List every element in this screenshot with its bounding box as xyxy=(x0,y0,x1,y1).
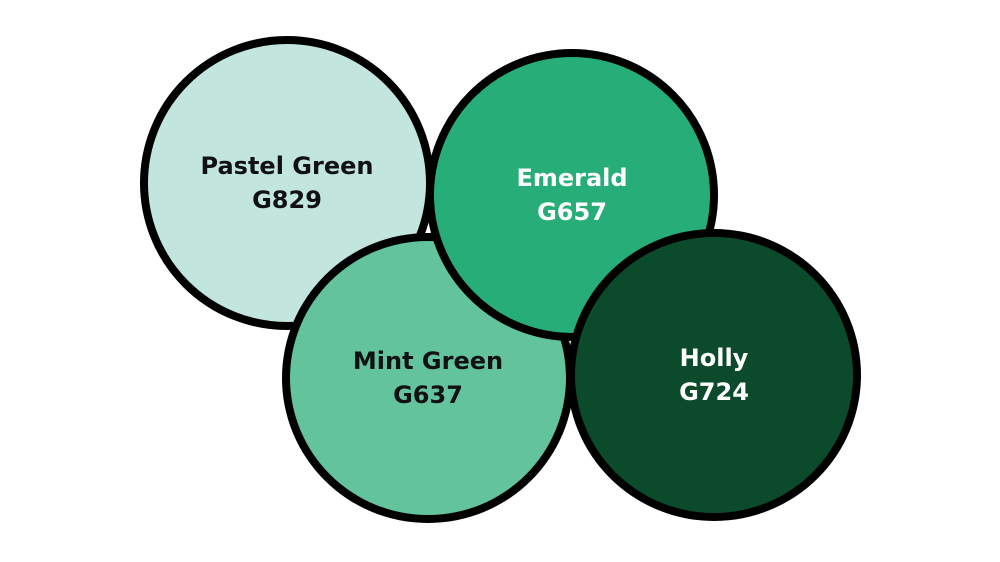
swatch-code: G637 xyxy=(393,381,463,409)
swatch-name: Pastel Green xyxy=(200,152,374,180)
swatch-name: Mint Green xyxy=(352,347,504,375)
swatch-code: G829 xyxy=(252,186,322,214)
swatch-pastel-green: Pastel Green G829 xyxy=(140,36,434,330)
swatch-holly: Holly G724 xyxy=(567,229,861,521)
swatch-code: G657 xyxy=(537,198,607,226)
swatch-name: Holly xyxy=(679,344,749,372)
swatch-name: Emerald xyxy=(516,164,628,192)
swatch-code: G724 xyxy=(679,378,749,406)
